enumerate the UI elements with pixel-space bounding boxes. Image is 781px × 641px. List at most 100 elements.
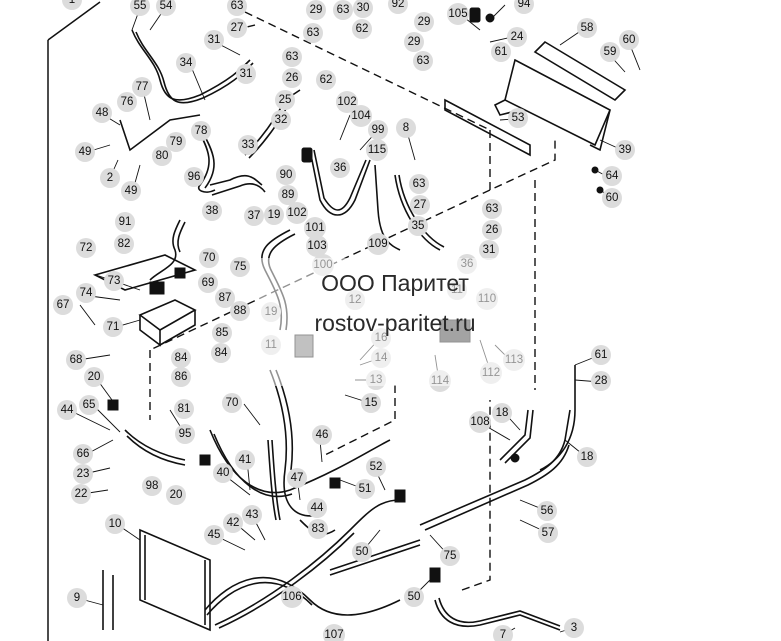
callout-34: 34 — [176, 53, 196, 73]
callout-number: 63 — [413, 178, 426, 190]
callout-number: 44 — [61, 404, 74, 416]
callout-81: 81 — [174, 399, 194, 419]
callout-number: 31 — [208, 34, 221, 46]
callout-20: 20 — [166, 485, 186, 505]
callout-31: 31 — [236, 64, 256, 84]
callout-95: 95 — [175, 424, 195, 444]
callout-83: 83 — [308, 519, 328, 539]
callout-96: 96 — [184, 167, 204, 187]
callout-72: 72 — [76, 238, 96, 258]
callout-number: 41 — [239, 454, 252, 466]
callout-47: 47 — [287, 468, 307, 488]
callout-15: 15 — [361, 393, 381, 413]
callout-number: 63 — [307, 27, 320, 39]
callout-27: 27 — [227, 18, 247, 38]
callout-number: 48 — [96, 107, 109, 119]
callout-2: 2 — [100, 168, 120, 188]
cooler-block — [102, 528, 211, 632]
callout-number: 53 — [512, 112, 525, 124]
callout-number: 57 — [542, 527, 555, 539]
callout-60: 60 — [602, 188, 622, 208]
callout-107: 107 — [323, 624, 345, 641]
callout-79: 79 — [166, 132, 186, 152]
callout-number: 1 — [69, 0, 75, 6]
callout-10: 10 — [105, 514, 125, 534]
callout-number: 62 — [320, 74, 333, 86]
callout-66: 66 — [73, 444, 93, 464]
callout-number: 55 — [134, 0, 147, 12]
callout-number: 70 — [226, 397, 239, 409]
callout-number: 107 — [324, 629, 343, 641]
callout-number: 63 — [231, 0, 244, 12]
callout-number: 39 — [619, 144, 632, 156]
callout-88: 88 — [230, 301, 250, 321]
callout-63: 63 — [409, 174, 429, 194]
callout-63: 63 — [333, 0, 353, 20]
callout-77: 77 — [132, 77, 152, 97]
callout-87: 87 — [215, 288, 235, 308]
callout-number: 22 — [75, 488, 88, 500]
callout-89: 89 — [278, 185, 298, 205]
callout-63: 63 — [482, 199, 502, 219]
callout-number: 40 — [217, 467, 230, 479]
callout-106: 106 — [281, 586, 303, 608]
callout-number: 59 — [604, 46, 617, 58]
callout-46: 46 — [312, 425, 332, 445]
callout-102: 102 — [286, 202, 308, 224]
callout-49: 49 — [121, 181, 141, 201]
callout-91: 91 — [115, 212, 135, 232]
callout-number: 88 — [234, 305, 247, 317]
callout-86: 86 — [171, 367, 191, 387]
callout-number: 73 — [108, 275, 121, 287]
callout-62: 62 — [352, 19, 372, 39]
callout-28: 28 — [591, 371, 611, 391]
callout-45: 45 — [204, 525, 224, 545]
callout-number: 8 — [403, 122, 409, 134]
callout-number: 20 — [170, 489, 183, 501]
callout-number: 63 — [486, 203, 499, 215]
watermark-company: ООО Паритет — [321, 270, 469, 296]
callout-67: 67 — [53, 295, 73, 315]
callout-78: 78 — [191, 121, 211, 141]
callout-41: 41 — [235, 450, 255, 470]
callout-71: 71 — [103, 317, 123, 337]
callout-32: 32 — [271, 110, 291, 130]
callout-number: 65 — [83, 399, 96, 411]
callout-number: 68 — [70, 354, 83, 366]
callout-number: 78 — [195, 125, 208, 137]
callout-number: 84 — [215, 347, 228, 359]
callout-number: 77 — [136, 81, 149, 93]
callout-54: 54 — [156, 0, 176, 16]
callout-108: 108 — [469, 411, 491, 433]
callout-number: 26 — [286, 72, 299, 84]
top-right-panel — [444, 40, 627, 157]
callout-number: 42 — [227, 517, 240, 529]
callout-number: 75 — [444, 550, 457, 562]
frame-outline — [47, 1, 101, 641]
callout-number: 105 — [448, 8, 467, 20]
callout-number: 26 — [486, 224, 499, 236]
callout-number: 56 — [541, 505, 554, 517]
callout-84: 84 — [211, 343, 231, 363]
callout-62: 62 — [316, 70, 336, 90]
callout-number: 27 — [414, 199, 427, 211]
callout-82: 82 — [114, 234, 134, 254]
callout-22: 22 — [71, 484, 91, 504]
callout-44: 44 — [57, 400, 77, 420]
callout-number: 51 — [359, 483, 372, 495]
callout-number: 102 — [337, 96, 356, 108]
watermark: ООО Паритет rostov-paritet.ru — [258, 258, 532, 386]
callout-number: 15 — [365, 397, 378, 409]
callout-number: 61 — [595, 349, 608, 361]
callout-number: 99 — [372, 124, 385, 136]
callout-75: 75 — [230, 257, 250, 277]
callout-number: 3 — [571, 622, 577, 634]
callout-94: 94 — [514, 0, 534, 14]
callout-26: 26 — [482, 220, 502, 240]
callout-51: 51 — [355, 479, 375, 499]
callout-number: 69 — [202, 277, 215, 289]
callout-number: 37 — [248, 210, 261, 222]
callout-63: 63 — [413, 51, 433, 71]
callout-48: 48 — [92, 103, 112, 123]
callout-number: 50 — [408, 591, 421, 603]
